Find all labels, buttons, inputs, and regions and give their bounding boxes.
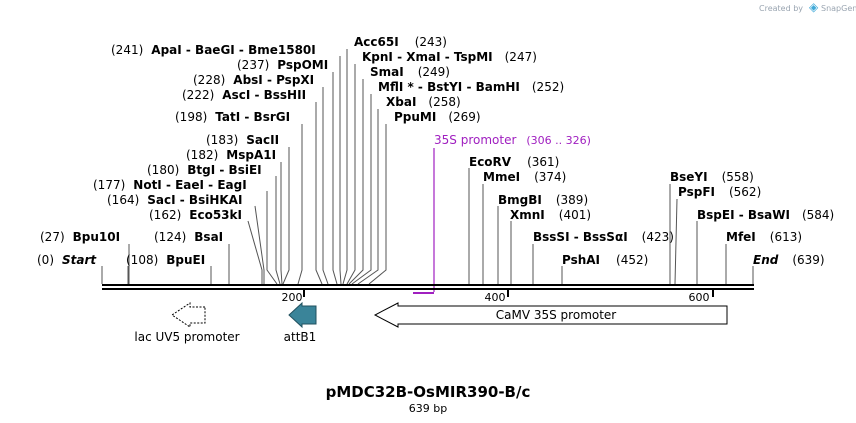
watermark-prefix: Created by bbox=[759, 4, 803, 13]
site-label[interactable]: (180)BtgI - BsiEI bbox=[147, 163, 262, 177]
left-arrow-icon bbox=[288, 301, 317, 329]
site-label[interactable]: (183)SacII bbox=[206, 133, 279, 147]
site-label[interactable]: (27)Bpu10I bbox=[40, 230, 120, 244]
site-label[interactable]: Acc65I(243) bbox=[354, 35, 447, 49]
map-subtitle: 639 bp bbox=[409, 402, 447, 415]
ruler-tick-200: 200 bbox=[282, 291, 303, 304]
site-label[interactable]: BmgBI(389) bbox=[498, 193, 588, 207]
site-label[interactable]: BssSI - BssSαI(423) bbox=[533, 230, 674, 244]
feature-lac-uv5-promoter[interactable]: lac UV5 promoter bbox=[134, 302, 240, 344]
map-title: pMDC32B-OsMIR390-B/c bbox=[326, 383, 531, 401]
feature-attb1[interactable]: attB1 bbox=[284, 301, 317, 344]
site-label[interactable]: (222)AscI - BssHII bbox=[182, 88, 306, 102]
site-label[interactable]: (164)SacI - BsiHKAI bbox=[107, 193, 242, 207]
promoter-site-label[interactable]: 35S promoter(306 .. 326) bbox=[434, 133, 591, 147]
site-label[interactable]: (177)NotI - EaeI - EagI bbox=[93, 178, 247, 192]
left-arrow-icon bbox=[373, 302, 728, 328]
site-label[interactable]: (124)BsaI bbox=[154, 230, 223, 244]
ruler-tick-600: 600 bbox=[689, 291, 710, 304]
site-label[interactable]: XbaI(258) bbox=[386, 95, 461, 109]
site-label[interactable]: PshAI(452) bbox=[562, 253, 648, 267]
site-leader-lines bbox=[101, 49, 754, 285]
left-arrow-icon bbox=[171, 302, 206, 328]
feature-label: attB1 bbox=[284, 330, 317, 344]
snapgene-logo-icon: ◈ bbox=[809, 0, 819, 14]
feature-label: lac UV5 promoter bbox=[134, 330, 239, 344]
site-labels: (241)ApaI - BaeGI - Bme1580I (237)PspOMI… bbox=[37, 35, 834, 267]
site-label[interactable]: MflI * - BstYI - BamHI(252) bbox=[378, 80, 564, 94]
site-label-start[interactable]: (0)Start bbox=[37, 253, 97, 267]
watermark-brand: SnapGene bbox=[821, 4, 856, 13]
site-label[interactable]: EcoRV(361) bbox=[469, 155, 559, 169]
site-label[interactable]: (237)PspOMI bbox=[237, 58, 328, 72]
ruler: 200 400 600 bbox=[282, 289, 714, 304]
site-label[interactable]: (228)AbsI - PspXI bbox=[193, 73, 314, 87]
site-label[interactable]: PspFI(562) bbox=[678, 185, 761, 199]
site-label[interactable]: KpnI - XmaI - TspMI(247) bbox=[362, 50, 537, 64]
site-label[interactable]: MmeI(374) bbox=[483, 170, 566, 184]
site-label[interactable]: (241)ApaI - BaeGI - Bme1580I bbox=[111, 43, 316, 57]
site-label-end[interactable]: End(639) bbox=[753, 253, 825, 267]
site-label[interactable]: PpuMI(269) bbox=[394, 110, 481, 124]
site-label[interactable]: (182)MspA1I bbox=[186, 148, 276, 162]
site-label[interactable]: SmaI(249) bbox=[370, 65, 450, 79]
feature-camv-35s-promoter[interactable]: CaMV 35S promoter bbox=[373, 302, 728, 328]
site-label[interactable]: (108)BpuEI bbox=[126, 253, 205, 267]
snapgene-watermark: Created by ◈ SnapGene bbox=[759, 0, 856, 14]
site-label[interactable]: XmnI(401) bbox=[510, 208, 591, 222]
site-label[interactable]: MfeI(613) bbox=[726, 230, 802, 244]
site-label[interactable]: BseYI(558) bbox=[670, 170, 754, 184]
site-label[interactable]: BspEI - BsaWI(584) bbox=[697, 208, 834, 222]
ruler-tick-400: 400 bbox=[485, 291, 506, 304]
site-label[interactable]: (162)Eco53kI bbox=[149, 208, 242, 222]
feature-label: CaMV 35S promoter bbox=[496, 308, 617, 322]
sequence-backbone bbox=[102, 284, 754, 290]
site-label[interactable]: (198)TatI - BsrGI bbox=[175, 110, 290, 124]
